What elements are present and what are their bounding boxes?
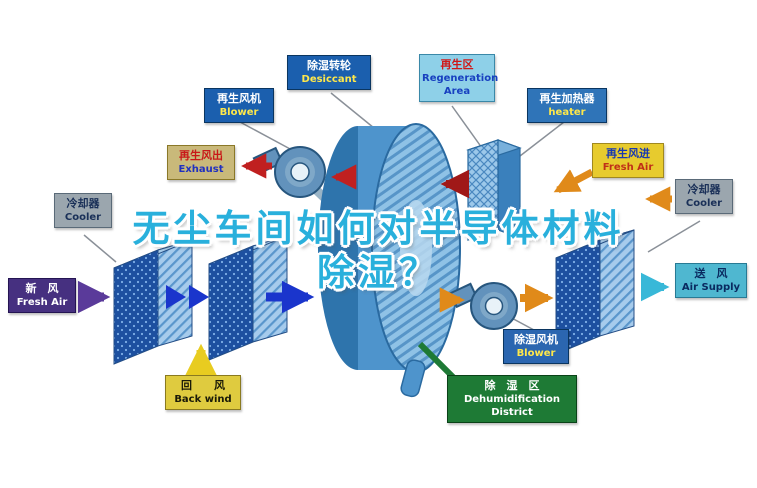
label-back-wind-en: Back wind bbox=[174, 394, 232, 406]
label-dehumid-district: 除 湿 区 Dehumidification District bbox=[447, 375, 577, 424]
label-regen-blower-en: Blower bbox=[219, 107, 259, 119]
regen-fan bbox=[252, 146, 326, 198]
page-title-line2: 除湿？ bbox=[317, 251, 440, 294]
regen-heater-slab bbox=[466, 139, 522, 241]
label-regen-heater: 再生加热器 heater bbox=[527, 88, 607, 124]
label-desiccant: 除湿转轮 Desiccant bbox=[287, 55, 371, 91]
label-regeneration-area-cn: 再生区 bbox=[440, 58, 474, 71]
label-back-wind: 回 风 Back wind bbox=[165, 375, 241, 411]
supply-box bbox=[555, 229, 635, 355]
label-desiccant-cn: 除湿转轮 bbox=[307, 59, 351, 72]
label-dehumid-blower: 除湿风机 Blower bbox=[503, 329, 569, 365]
label-dehumid-district-en1: Dehumidification bbox=[463, 394, 561, 406]
label-back-wind-cn: 回 风 bbox=[181, 379, 225, 392]
label-connector-lines bbox=[83, 92, 701, 331]
label-cooler-right-en: Cooler bbox=[685, 198, 723, 210]
label-exhaust-cn: 再生风出 bbox=[179, 149, 223, 162]
label-regen-fresh-air: 再生风进 Fresh Air bbox=[592, 143, 664, 179]
label-cooler-right: 冷却器 Cooler bbox=[675, 179, 733, 215]
page-title-line1: 无尘车间如何对半导体材料 bbox=[132, 207, 625, 250]
label-fresh-air-cn: 新 风 bbox=[25, 282, 59, 295]
label-fresh-air-en: Fresh Air bbox=[16, 297, 68, 309]
label-regen-blower: 再生风机 Blower bbox=[204, 88, 274, 124]
label-dehumid-district-en2: District bbox=[491, 407, 533, 419]
label-regeneration-area-en: Regeneration Area bbox=[422, 73, 499, 98]
label-exhaust-en: Exhaust bbox=[178, 164, 224, 176]
label-fresh-air: 新 风 Fresh Air bbox=[8, 278, 76, 314]
label-regen-fresh-air-cn: 再生风进 bbox=[606, 147, 650, 160]
blue-chevron-2 bbox=[189, 285, 209, 309]
label-regen-fresh-air-en: Fresh Air bbox=[602, 162, 654, 174]
regen-intake-arrow bbox=[553, 168, 594, 194]
label-regeneration-area: 再生区 Regeneration Area bbox=[419, 54, 499, 103]
label-dehumid-blower-cn: 除湿风机 bbox=[514, 333, 558, 346]
flow-arrows bbox=[77, 153, 672, 377]
label-dehumid-district-cn: 除 湿 区 bbox=[484, 379, 540, 392]
label-regen-blower-cn: 再生风机 bbox=[217, 92, 261, 105]
label-cooler-left-cn: 冷却器 bbox=[66, 197, 100, 210]
label-air-supply: 送 风 Air Supply bbox=[675, 263, 747, 299]
label-air-supply-en: Air Supply bbox=[681, 282, 741, 294]
ahu-box-1 bbox=[113, 239, 193, 365]
label-desiccant-en: Desiccant bbox=[301, 74, 357, 86]
label-cooler-left: 冷却器 Cooler bbox=[54, 193, 112, 229]
label-dehumid-blower-en: Blower bbox=[516, 348, 556, 360]
label-exhaust: 再生风出 Exhaust bbox=[167, 145, 235, 181]
label-regen-heater-cn: 再生加热器 bbox=[539, 92, 595, 105]
label-air-supply-cn: 送 风 bbox=[694, 267, 728, 280]
label-cooler-right-cn: 冷却器 bbox=[687, 183, 721, 196]
blue-chevron-1 bbox=[166, 285, 186, 309]
wheel-foot bbox=[400, 359, 426, 398]
label-regen-heater-en: heater bbox=[548, 107, 586, 119]
label-cooler-left-en: Cooler bbox=[64, 212, 102, 224]
ahu-box-2 bbox=[208, 235, 288, 361]
